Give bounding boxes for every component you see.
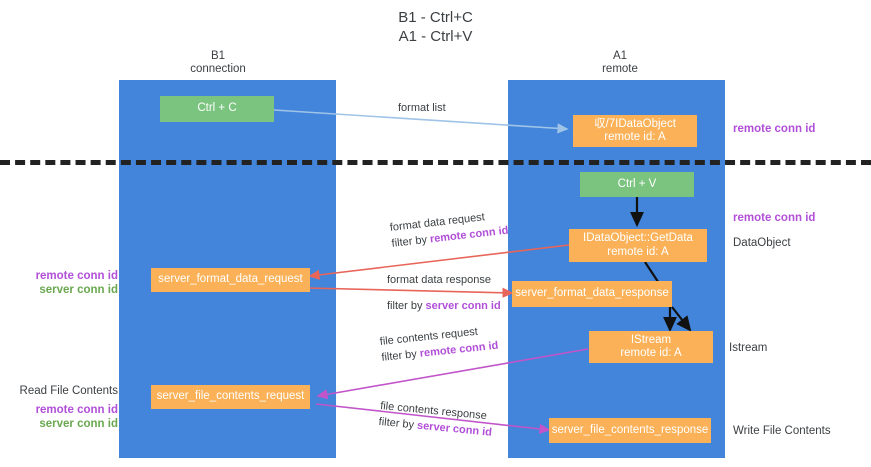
- edge-label-format-data-response: format data response filter by server co…: [387, 272, 501, 314]
- column-header-b1: B1 connection: [190, 50, 246, 75]
- edge-label-format-list: format list: [398, 102, 446, 114]
- box-idataobject-marshal[interactable]: 収/7IDataObject remote id: A: [573, 115, 697, 147]
- edge-label-file-contents-request: file contents request filter by remote c…: [379, 322, 499, 366]
- box-ctrl-v[interactable]: Ctrl + V: [580, 172, 694, 197]
- side-label-dataobject: DataObject: [733, 237, 791, 249]
- conn-id-remote: remote conn id: [35, 404, 118, 416]
- side-label-conn-pair-bottom: remote conn id server conn id: [0, 403, 118, 431]
- edge-label-line2: filter by server conn id: [387, 300, 501, 312]
- box-server-file-contents-response[interactable]: server_file_contents_response: [549, 418, 711, 443]
- side-label-istream: Istream: [729, 342, 768, 354]
- side-label-remote-conn-id-top: remote conn id: [733, 123, 816, 135]
- conn-id-server: server conn id: [39, 284, 118, 296]
- phase-divider: [0, 160, 871, 165]
- side-label-remote-conn-id-mid: remote conn id: [733, 212, 816, 224]
- box-ctrl-c[interactable]: Ctrl + C: [160, 96, 274, 122]
- side-label-conn-pair-mid: remote conn id server conn id: [0, 269, 118, 297]
- conn-id-remote: remote conn id: [35, 270, 118, 282]
- box-idataobject-getdata[interactable]: IDataObject::GetData remote id: A: [569, 229, 707, 262]
- column-header-a1: A1 remote: [602, 50, 638, 75]
- box-istream[interactable]: IStream remote id: A: [589, 331, 713, 363]
- edge-label-file-contents-response: file contents response filter by server …: [378, 398, 494, 441]
- conn-id-server: server conn id: [39, 418, 118, 430]
- edge-label-format-data-request: format data request filter by remote con…: [389, 207, 509, 252]
- box-server-file-contents-request[interactable]: server_file_contents_request: [151, 385, 310, 409]
- box-server-format-data-request[interactable]: server_format_data_request: [151, 268, 310, 292]
- edge-label-line1: format data response: [387, 274, 491, 286]
- page-title: B1 - Ctrl+C A1 - Ctrl+V: [398, 9, 473, 45]
- box-server-format-data-response[interactable]: server_format_data_response: [512, 281, 672, 307]
- side-label-write-file-contents: Write File Contents: [733, 425, 831, 437]
- side-label-read-file-contents: Read File Contents: [19, 385, 118, 397]
